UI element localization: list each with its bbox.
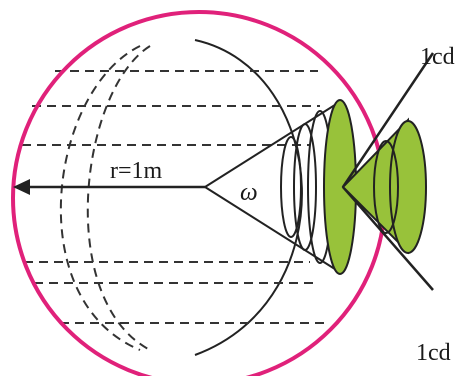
omega-label: ω <box>240 179 258 206</box>
intensity-ray-upper <box>341 52 435 188</box>
radius-label: r=1m <box>110 158 163 184</box>
cone-section-ellipse-2 <box>293 123 317 251</box>
bottom-intensity-label: 1cd <box>416 340 451 366</box>
cone-section-ellipse-1 <box>280 136 302 238</box>
top-intensity-label: 1cd <box>420 44 455 70</box>
solid-angle-cone-lower-edge <box>204 186 339 272</box>
sphere-meridian-dashed-inner <box>86 45 151 351</box>
intensity-ray-lower <box>342 186 434 291</box>
sphere-meridian-dashed-outer <box>59 45 141 351</box>
external-cone-inner-ellipse <box>373 140 399 234</box>
external-cone-base-ellipse <box>389 120 427 254</box>
radius-arrowhead <box>13 179 30 195</box>
